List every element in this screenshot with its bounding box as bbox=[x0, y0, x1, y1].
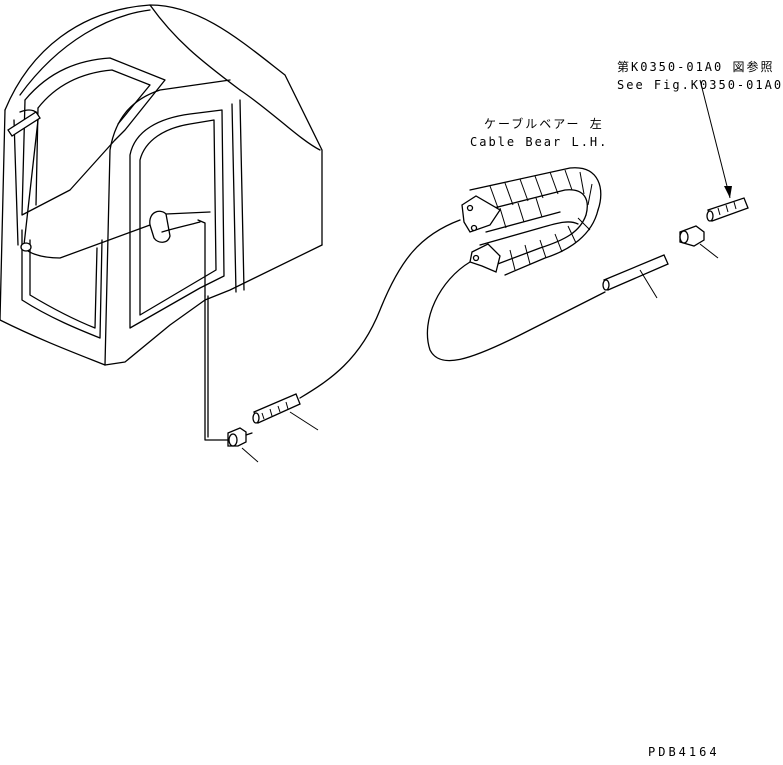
right-harness-parts bbox=[602, 79, 749, 299]
parts-diagram: 第K0350-01A0 図参照 See Fig.K0350-01A0 ケーブルベ… bbox=[0, 4, 781, 759]
drawing-number: PDB4164 bbox=[648, 745, 720, 759]
operator-cab bbox=[0, 4, 323, 366]
cable-bear-label-en: Cable Bear L.H. bbox=[470, 135, 609, 149]
cable-bear-label-jp: ケーブルベアー 左 bbox=[484, 117, 604, 131]
diagram-drawing bbox=[0, 4, 749, 463]
reference-label-en: See Fig.K0350-01A0 bbox=[617, 78, 783, 92]
wire-harness bbox=[204, 219, 461, 463]
cable-bear-chain bbox=[426, 167, 606, 362]
reference-label-jp: 第K0350-01A0 図参照 bbox=[617, 60, 775, 74]
